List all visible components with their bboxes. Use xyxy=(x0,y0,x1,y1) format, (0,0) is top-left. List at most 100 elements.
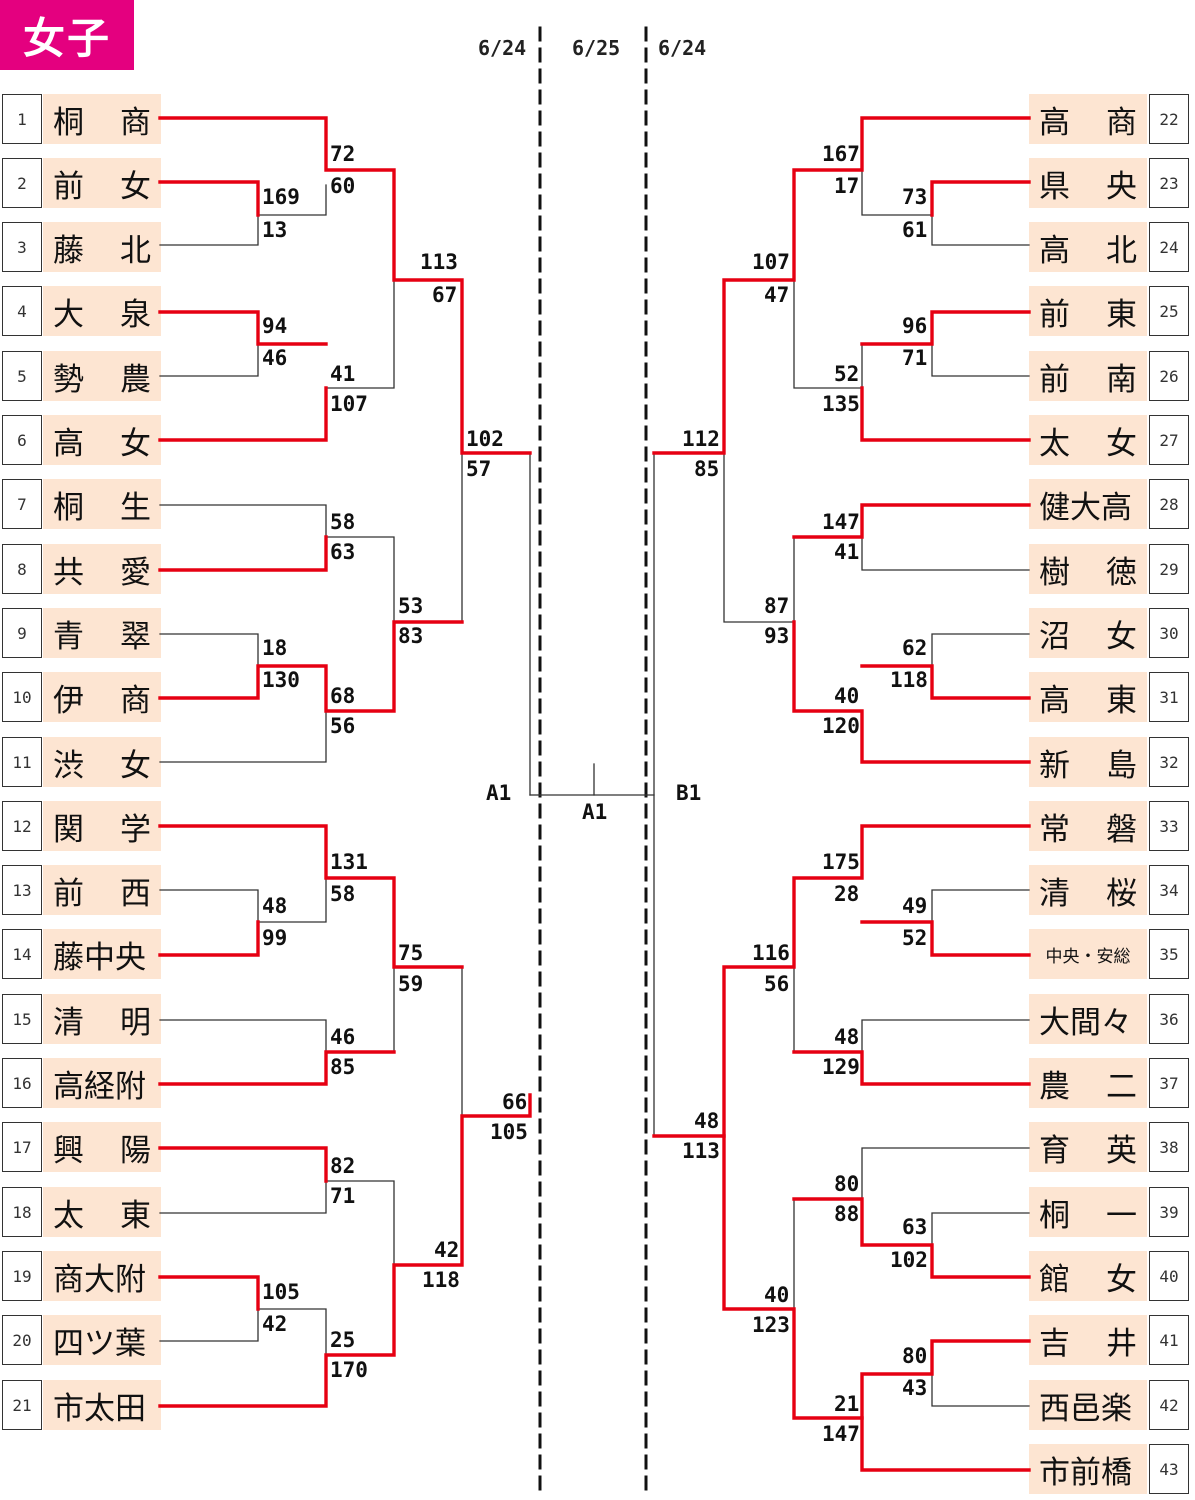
score-bottom: 118 xyxy=(422,1268,460,1292)
bracket-line xyxy=(159,1180,327,1214)
team-name: 勢農 xyxy=(43,351,161,401)
score-bottom: 102 xyxy=(890,1248,928,1272)
bracket-line xyxy=(325,1180,395,1266)
team-name-part: 高 xyxy=(1039,104,1070,141)
seed-number: 5 xyxy=(2,351,42,401)
winner-path xyxy=(158,386,328,442)
team-name-part: 藤 xyxy=(53,232,84,269)
team-name-part: 館 xyxy=(1039,1261,1070,1298)
team-name: 高女 xyxy=(43,415,161,465)
score-top: 68 xyxy=(330,684,356,708)
bracket-line xyxy=(931,343,1030,377)
winner-path xyxy=(158,620,464,713)
team-name-part: 常 xyxy=(1039,811,1070,848)
team-name-part: 高 xyxy=(53,425,84,462)
team-name-part: 学 xyxy=(120,811,151,848)
team-name-part: 女 xyxy=(1106,618,1137,655)
score-top: 66 xyxy=(502,1090,528,1114)
seed-number: 29 xyxy=(1149,544,1189,594)
seed-number: 8 xyxy=(2,544,42,594)
bracket-line xyxy=(931,214,1030,246)
seed-number: 33 xyxy=(1149,801,1189,851)
bracket-line xyxy=(861,1019,1030,1053)
team-name: 商大附 xyxy=(43,1251,161,1301)
seed-number: 25 xyxy=(1149,286,1189,336)
score-top: 58 xyxy=(330,510,356,534)
team-name-part: 清 xyxy=(53,1004,84,1041)
seed-number: 41 xyxy=(1149,1315,1189,1365)
team-name-part: 磐 xyxy=(1106,811,1137,848)
winner-path xyxy=(652,116,1031,455)
bracket-line xyxy=(793,279,863,389)
seed-number: 39 xyxy=(1149,1187,1189,1237)
seed-number: 1 xyxy=(2,94,42,144)
seed-number: 3 xyxy=(2,222,42,272)
team-name: 市前橋 xyxy=(1029,1444,1147,1494)
team-name: 高東 xyxy=(1029,672,1147,722)
seed-number: 26 xyxy=(1149,351,1189,401)
team-name: 渋女 xyxy=(43,737,161,787)
score-bottom: 130 xyxy=(262,668,300,692)
score-top: 46 xyxy=(330,1025,356,1049)
seed-number: 36 xyxy=(1149,994,1189,1044)
team-name-part: 女 xyxy=(120,168,151,205)
team-name-part: 女 xyxy=(120,425,151,462)
winner-path xyxy=(930,180,1031,217)
score-top: 73 xyxy=(902,185,928,209)
team-name-part: 桜 xyxy=(1106,875,1137,912)
team-name: 常磐 xyxy=(1029,801,1147,851)
winner-path xyxy=(158,1146,328,1183)
team-name-part: 北 xyxy=(1106,232,1137,269)
team-name-part: 太 xyxy=(53,1197,84,1234)
score-bottom: 85 xyxy=(330,1055,356,1079)
winner-path xyxy=(158,180,260,217)
bracket-line xyxy=(931,889,1030,923)
team-name-part: 西 xyxy=(120,875,151,912)
team-name: 藤北 xyxy=(43,222,161,272)
score-top: 112 xyxy=(682,427,720,451)
seed-number: 19 xyxy=(2,1251,42,1301)
score-bottom: 59 xyxy=(398,972,424,996)
seed-number: 4 xyxy=(2,286,42,336)
winner-path xyxy=(792,620,1031,764)
score-top: 48 xyxy=(694,1109,720,1133)
score-top: 82 xyxy=(330,1154,356,1178)
score-top: 116 xyxy=(752,941,790,965)
team-name: 吉井 xyxy=(1029,1315,1147,1365)
team-name: 清明 xyxy=(43,994,161,1044)
score-top: 147 xyxy=(822,510,860,534)
date-label-left: 6/24 xyxy=(478,36,527,60)
team-name-part: 太 xyxy=(1039,425,1070,462)
score-top: 169 xyxy=(262,185,300,209)
score-top: 63 xyxy=(902,1215,928,1239)
winner-path xyxy=(158,310,328,346)
team-name: 新島 xyxy=(1029,737,1147,787)
seed-number: 11 xyxy=(2,737,42,787)
bracket-code-left: A1 xyxy=(486,781,512,805)
seed-number: 30 xyxy=(1149,608,1189,658)
bracket-line xyxy=(159,633,259,667)
winner-path xyxy=(860,920,1031,957)
bracket-line xyxy=(861,169,933,216)
score-bottom: 105 xyxy=(490,1120,528,1144)
score-top: 102 xyxy=(466,427,504,451)
winner-path xyxy=(860,1416,1031,1472)
team-name-part: 泉 xyxy=(120,296,151,333)
team-name-part: 央 xyxy=(1106,168,1137,205)
score-bottom: 67 xyxy=(432,283,458,307)
score-top: 113 xyxy=(420,250,458,274)
score-bottom: 135 xyxy=(822,392,860,416)
seed-number: 42 xyxy=(1149,1380,1189,1430)
score-bottom: 47 xyxy=(764,283,790,307)
score-bottom: 56 xyxy=(764,972,790,996)
bracket-line xyxy=(861,536,1030,571)
seed-number: 18 xyxy=(2,1187,42,1237)
team-name-part: 女 xyxy=(120,747,151,784)
seed-number: 32 xyxy=(1149,737,1189,787)
winner-path xyxy=(652,1134,1031,1420)
team-name-part: 沼 xyxy=(1039,618,1070,655)
winner-path xyxy=(158,920,260,957)
seed-number: 17 xyxy=(2,1122,42,1172)
seed-number: 22 xyxy=(1149,94,1189,144)
bracket-line xyxy=(723,452,795,623)
